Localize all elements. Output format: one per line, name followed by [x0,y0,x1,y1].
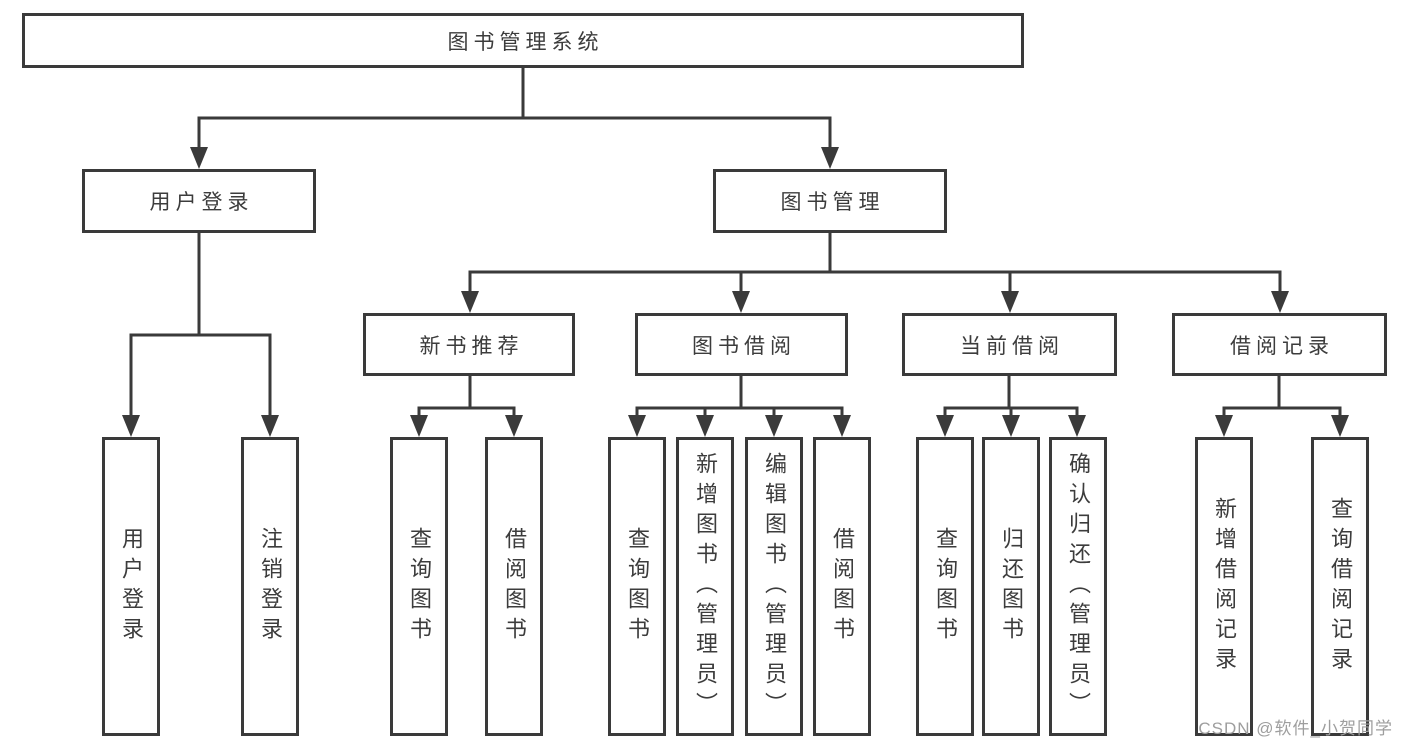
leaf-edit-books-admin: 编辑图书（管理员） [745,437,803,736]
arrow-to-leaf-query-borrow-record [1331,415,1349,437]
node-book-borrowing: 图书借阅 [635,313,848,376]
node-new-book-recommendation: 新书推荐 [363,313,575,376]
arrow-to-book-management [821,147,839,169]
arrow-to-leaf-borrow-books-b [833,415,851,437]
arrow-to-leaf-borrow-books-a [505,415,523,437]
leaf-query-books-borrowing: 查询图书 [608,437,666,736]
leaf-query-books-current: 查询图书 [916,437,974,736]
connector-book-borrow-to-children [635,376,844,418]
arrow-to-leaf-confirm-return [1068,415,1086,437]
connector-current-borrow-to-children [943,376,1079,418]
leaf-user-login: 用户登录 [102,437,160,736]
leaf-confirm-return-admin: 确认归还（管理员） [1049,437,1107,736]
connector-book-management-to-modules [468,233,1282,294]
connector-new-book-to-children [417,376,516,418]
arrow-to-leaf-edit-books [765,415,783,437]
arrow-to-leaf-query-books-b [628,415,646,437]
arrowheads [122,147,1349,437]
connector-root-to-branches [197,68,832,150]
node-user-login: 用户登录 [82,169,316,233]
arrow-to-leaf-query-books-a [410,415,428,437]
node-borrowing-records: 借阅记录 [1172,313,1387,376]
watermark-text: CSDN @软件_小贺同学 [1198,719,1393,738]
arrow-to-current-borrowing [1001,291,1019,313]
leaf-add-borrowing-record: 新增借阅记录 [1195,437,1253,736]
leaf-add-books-admin: 新增图书（管理员） [676,437,734,736]
leaf-query-books-recommend: 查询图书 [390,437,448,736]
arrow-to-new-book-recommendation [461,291,479,313]
arrow-to-leaf-logout [261,415,279,437]
arrow-to-borrowing-records [1271,291,1289,313]
connector-borrow-records-to-children [1222,376,1342,418]
leaf-logout: 注销登录 [241,437,299,736]
leaf-borrow-books-borrowing: 借阅图书 [813,437,871,736]
node-library-management-system: 图书管理系统 [22,13,1024,68]
arrow-to-leaf-return-books [1002,415,1020,437]
leaf-query-borrowing-record: 查询借阅记录 [1311,437,1369,736]
arrow-to-leaf-add-borrow-record [1215,415,1233,437]
arrow-to-leaf-user-login [122,415,140,437]
arrow-to-book-borrowing [732,291,750,313]
arrow-to-user-login [190,147,208,169]
leaf-borrow-books-recommend: 借阅图书 [485,437,543,736]
arrow-to-leaf-query-books-c [936,415,954,437]
node-book-management: 图书管理 [713,169,947,233]
node-current-borrowing: 当前借阅 [902,313,1117,376]
leaf-return-books: 归还图书 [982,437,1040,736]
arrow-to-leaf-add-books [696,415,714,437]
connector-user-login-to-children [129,233,272,418]
